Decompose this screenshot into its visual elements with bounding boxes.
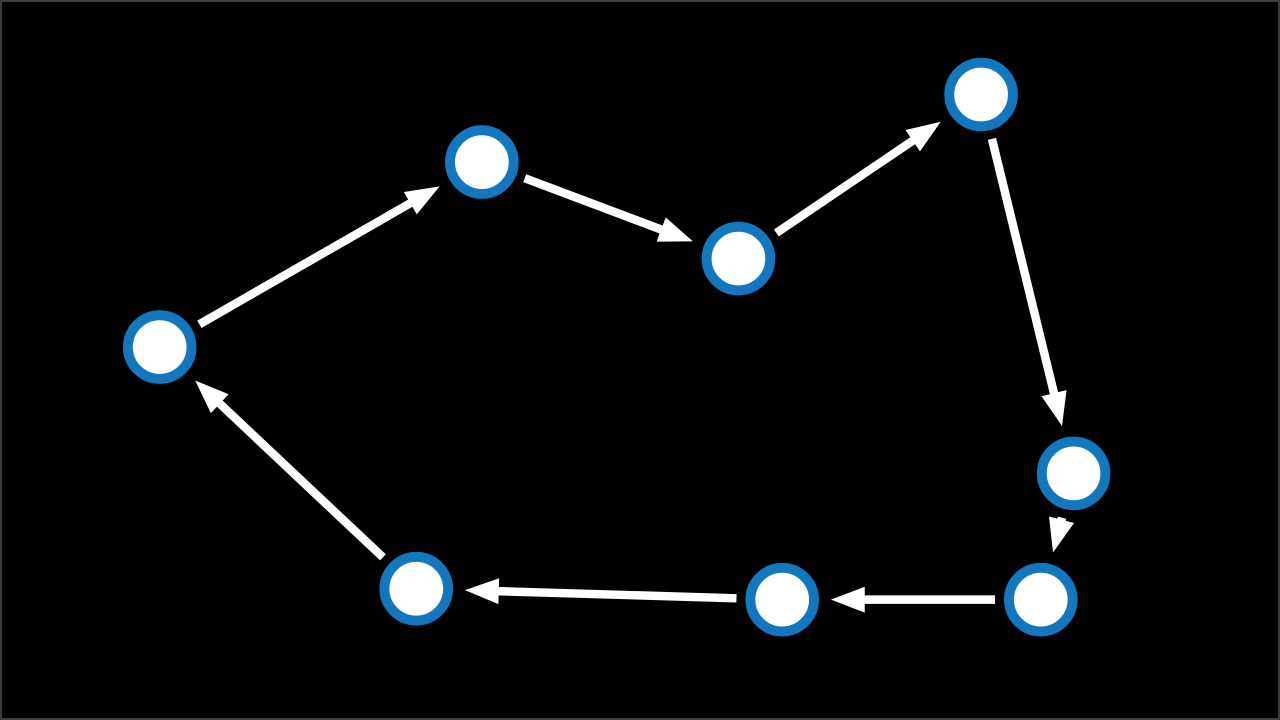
graph-edge-line-n4-n5 — [987, 137, 1062, 409]
graph-edge-arrowhead-n7-n8 — [464, 578, 500, 605]
graph-node-n2 — [445, 125, 519, 199]
graph-edge-arrowhead-n8-n1 — [195, 380, 229, 414]
graph-edge-arrowhead-n1-n2 — [403, 186, 440, 215]
graph-edge-line-n7-n8 — [483, 586, 737, 603]
graph-node-n5 — [1036, 436, 1111, 511]
graph-edge-arrowhead-n3-n4 — [905, 121, 941, 152]
graph-edge-line-n3-n4 — [773, 128, 928, 237]
graph-node-n3 — [701, 221, 776, 296]
graph-node-n7 — [745, 562, 820, 637]
graph-node-n4 — [944, 57, 1018, 132]
graph-edge-line-n2-n3 — [523, 174, 677, 239]
graph-edge-arrowhead-n2-n3 — [656, 217, 693, 242]
graph-node-n6 — [1003, 562, 1078, 637]
graph-edge-arrowhead-n6-n7 — [830, 586, 865, 613]
graph-node-n8 — [379, 551, 454, 626]
graph-edge-line-n8-n1 — [205, 390, 386, 561]
graph-edge-arrowhead-n4-n5 — [1041, 390, 1067, 427]
graph-edge-line-n1-n2 — [197, 191, 426, 328]
graph-edge-arrowhead-n5-n6 — [1049, 516, 1075, 553]
graph-node-n1 — [122, 310, 197, 384]
